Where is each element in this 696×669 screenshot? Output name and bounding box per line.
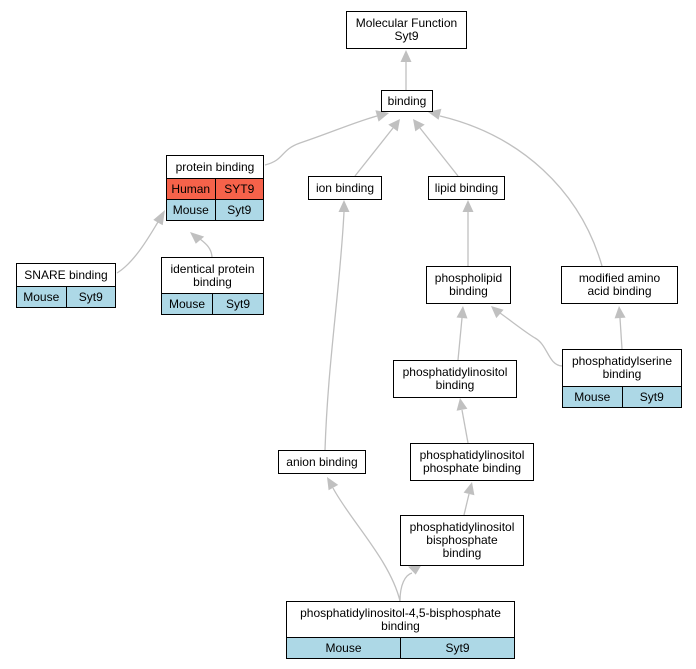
species-cell: Mouse [168, 297, 206, 311]
go-node-snare-binding[interactable]: SNARE binding Mouse Syt9 [16, 263, 116, 308]
arrowhead [456, 306, 468, 319]
edge-ion-binding-to-binding [354, 127, 394, 177]
go-node-anion-binding[interactable]: anion binding [278, 450, 366, 474]
arrowhead [463, 482, 475, 496]
node-label: phosphatidylinositol bisphosphate bindin… [409, 520, 515, 560]
edge-snare-binding-to-protein-binding [116, 221, 159, 274]
annotation-row-mouse: Mouse Syt9 [287, 637, 514, 658]
go-node-pip2-binding[interactable]: phosphatidylinositol-4,5-bisphosphate bi… [286, 601, 515, 659]
arrowhead [408, 564, 422, 575]
go-node-phosphatidylinositol-phosphate-binding[interactable]: phosphatidylinositol phosphate binding [410, 443, 534, 481]
annotation-row-mouse: Mouse Syt9 [17, 286, 115, 307]
go-node-molecular-function[interactable]: Molecular Function Syt9 [346, 11, 467, 49]
go-node-modified-amino-acid-binding[interactable]: modified amino acid binding [561, 266, 678, 304]
node-label: protein binding [175, 159, 255, 174]
go-node-ion-binding[interactable]: ion binding [308, 176, 382, 200]
arrowhead [338, 200, 350, 212]
edge-identical-protein-binding-to-protein-binding [199, 238, 213, 259]
node-label: lipid binding [434, 180, 499, 195]
node-label: phosphatidylserine binding [571, 354, 673, 381]
gene-cell: Syt9 [214, 200, 264, 220]
arrowhead [388, 119, 400, 132]
node-label: anion binding [286, 454, 358, 469]
arrowhead [491, 306, 504, 319]
node-label: phosphatidylinositol phosphate binding [419, 448, 525, 475]
species-cell: Mouse [574, 390, 611, 404]
node-label: identical protein binding [170, 261, 255, 289]
edge-modified-amino-acid-binding-to-binding [439, 115, 603, 267]
go-node-identical-protein-binding[interactable]: identical protein binding Mouse Syt9 [161, 257, 264, 315]
go-node-lipid-binding[interactable]: lipid binding [428, 176, 505, 200]
arrowhead [400, 50, 412, 62]
species-cell: Mouse [172, 203, 209, 217]
annotation-row-mouse: Mouse Syt9 [162, 293, 263, 314]
node-label: modified amino acid binding [578, 271, 661, 298]
go-node-phosphatidylserine-binding[interactable]: phosphatidylserine binding Mouse Syt9 [562, 349, 682, 408]
gene-cell: Syt9 [400, 638, 514, 658]
gene-cell: SYT9 [214, 179, 264, 199]
edge-phosphatidylserine-binding-to-modified-amino-acid-binding [619, 317, 623, 350]
edge-phosphatidylinositol-binding-to-phospholipid-binding [457, 317, 463, 361]
edge-pip2-binding-to-anion-binding [332, 487, 401, 602]
edge-pip2-binding-to-pi-bisphosphate-binding [399, 572, 413, 602]
arrowhead [614, 306, 626, 319]
species-cell: Mouse [23, 290, 60, 304]
gene-cell: Syt9 [65, 287, 116, 307]
node-label: phosphatidylinositol-4,5-bisphosphate bi… [300, 605, 501, 633]
node-label: binding [387, 93, 427, 108]
go-node-phospholipid-binding[interactable]: phospholipid binding [426, 266, 511, 304]
arrowhead [190, 232, 205, 244]
species-cell: Human [171, 182, 211, 196]
gene-cell: Syt9 [212, 294, 263, 314]
annotation-row-mouse: Mouse Syt9 [167, 199, 263, 220]
node-label: Molecular Function Syt9 [355, 16, 458, 43]
edge-protein-binding-to-binding [264, 115, 378, 166]
arrowhead [456, 398, 468, 411]
edge-pi-bisphosphate-binding-to-pi-phosphate-binding [463, 493, 470, 516]
go-node-phosphatidylinositol-binding[interactable]: phosphatidylinositol binding [393, 360, 517, 398]
annotation-row-human: Human SYT9 [167, 178, 263, 199]
go-node-phosphatidylinositol-bisphosphate-binding[interactable]: phosphatidylinositol bisphosphate bindin… [400, 515, 524, 566]
arrowhead [413, 119, 425, 132]
species-cell: Mouse [325, 641, 362, 655]
edge-pi-phosphate-binding-to-phosphatidylinositol-binding [461, 409, 469, 444]
node-label: phospholipid binding [434, 271, 503, 298]
edge-lipid-binding-to-binding [419, 127, 459, 177]
node-label: ion binding [315, 180, 375, 195]
annotation-row-mouse: Mouse Syt9 [563, 386, 681, 407]
gene-cell: Syt9 [621, 387, 682, 407]
edge-anion-binding-to-ion-binding [324, 211, 345, 451]
arrowhead [375, 110, 389, 122]
node-label: phosphatidylinositol binding [402, 365, 508, 392]
go-node-binding[interactable]: binding [381, 90, 433, 112]
go-node-protein-binding[interactable]: protein binding Human SYT9 Mouse Syt9 [166, 155, 264, 221]
node-label: SNARE binding [24, 267, 108, 282]
arrowhead [153, 210, 165, 226]
arrowhead [462, 200, 474, 212]
arrowhead [327, 477, 339, 491]
edge-phosphatidylserine-binding-to-phospholipid-binding [499, 312, 563, 367]
